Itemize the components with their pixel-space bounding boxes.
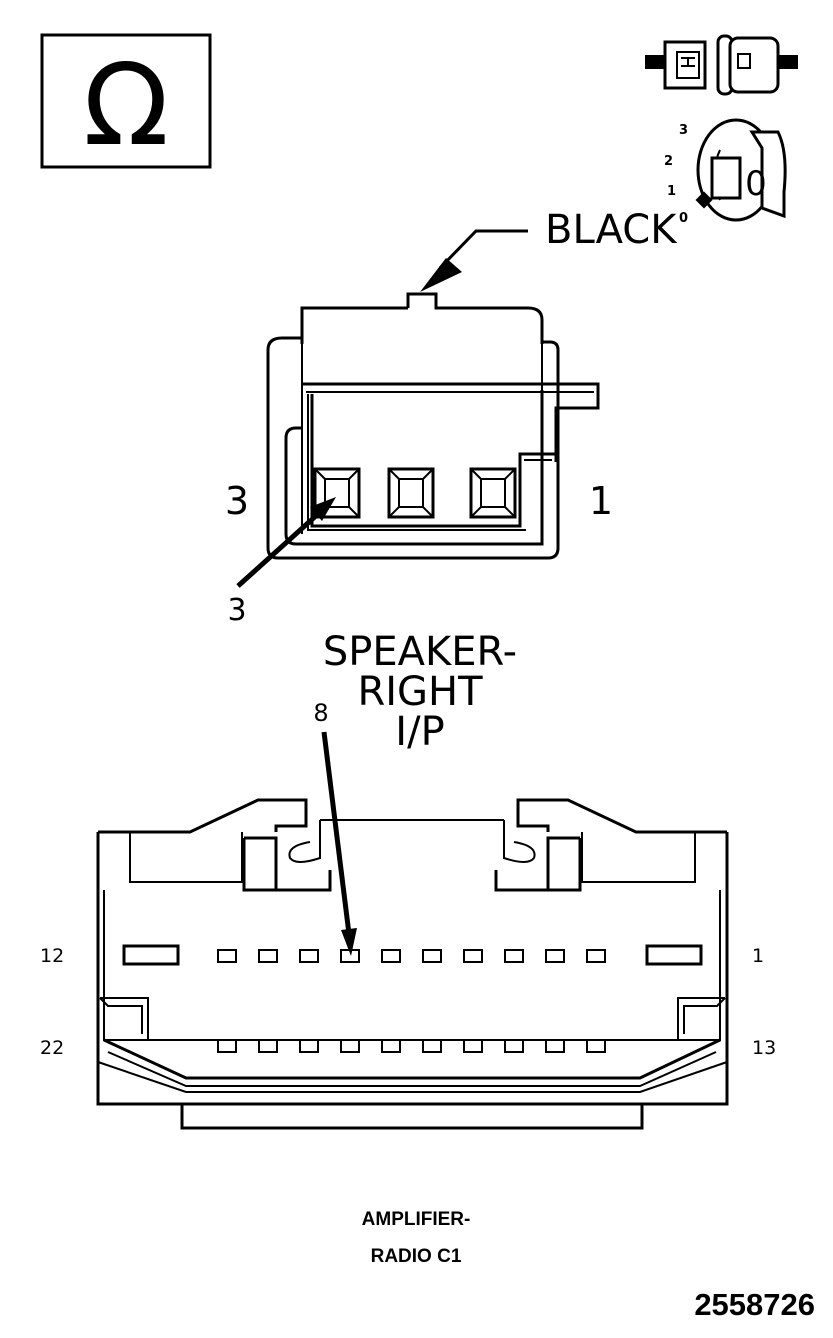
key-position-2: 2 xyxy=(664,154,673,169)
pin3-callout-arrow xyxy=(236,497,336,588)
cavity-pin-2 xyxy=(586,949,606,963)
figure-id: 2558726 xyxy=(694,1287,815,1322)
key-position-0: 0 xyxy=(679,211,688,226)
cavity-pin-1 xyxy=(645,944,703,966)
cavity-pin-22 xyxy=(217,1039,237,1053)
connector1-body xyxy=(266,292,600,560)
row1-right-pin-label: 1 xyxy=(752,945,764,967)
circuit-label-line2: RIGHT xyxy=(357,669,483,715)
cavity-pin-9 xyxy=(299,949,319,963)
cavity-pin-18 xyxy=(381,1039,401,1053)
connector1-pin-right-label: 1 xyxy=(589,479,613,523)
row2-right-pin-label: 13 xyxy=(752,1037,776,1059)
cavity-pin-17 xyxy=(422,1039,442,1053)
color-callout-arrow xyxy=(420,229,528,292)
cavity-pin-10 xyxy=(258,949,278,963)
cavity-pin-14 xyxy=(545,1039,565,1053)
ohm-symbol: Ω xyxy=(83,41,169,171)
connector2-row2-cavities xyxy=(217,1039,606,1053)
cavity-pin-7 xyxy=(381,949,401,963)
cavity-pin-5 xyxy=(463,949,483,963)
cavity-pin-1 xyxy=(469,467,517,519)
cavity-pin-19 xyxy=(340,1039,360,1053)
connector2-body xyxy=(96,798,729,1130)
connector-color-label: BLACK xyxy=(545,207,678,253)
connector1-cavities xyxy=(313,467,517,519)
key-position-1: 1 xyxy=(667,184,676,199)
pin8-callout-arrow xyxy=(321,731,357,956)
cavity-pin-13 xyxy=(586,1039,606,1053)
cavity-pin-4 xyxy=(504,949,524,963)
cavity-pin-15 xyxy=(504,1039,524,1053)
connector2-callout-pin: 8 xyxy=(313,699,328,727)
connector2-row1-cavities xyxy=(122,944,703,966)
row2-left-pin-label: 22 xyxy=(40,1037,64,1059)
cavity-pin-8 xyxy=(340,949,360,963)
connector-name-line1: AMPLIFIER- xyxy=(362,1209,471,1230)
connector1-callout-pin: 3 xyxy=(227,593,246,628)
cavity-pin-6 xyxy=(422,949,442,963)
row1-left-pin-label: 12 xyxy=(40,945,64,967)
ignition-key-icon: 3 2 1 0 0 xyxy=(664,118,787,226)
cavity-pin-20 xyxy=(299,1039,319,1053)
key-position-3: 3 xyxy=(679,123,688,138)
circuit-label-line1: SPEAKER- xyxy=(323,629,517,675)
circuit-label-line3: I/P xyxy=(395,709,444,755)
cavity-pin-21 xyxy=(258,1039,278,1053)
ohmmeter-icon: Ω xyxy=(40,33,212,171)
connector1-pin-left-label: 3 xyxy=(225,479,249,523)
cavity-pin-11 xyxy=(217,949,237,963)
cavity-pin-16 xyxy=(463,1039,483,1053)
cavity-pin-2 xyxy=(387,467,435,519)
connector-name-line2: RADIO C1 xyxy=(371,1246,462,1267)
key-label: 0 xyxy=(745,164,767,204)
cavity-pin-12 xyxy=(122,944,180,966)
connector-plug-icon xyxy=(645,34,798,96)
cavity-pin-3 xyxy=(545,949,565,963)
